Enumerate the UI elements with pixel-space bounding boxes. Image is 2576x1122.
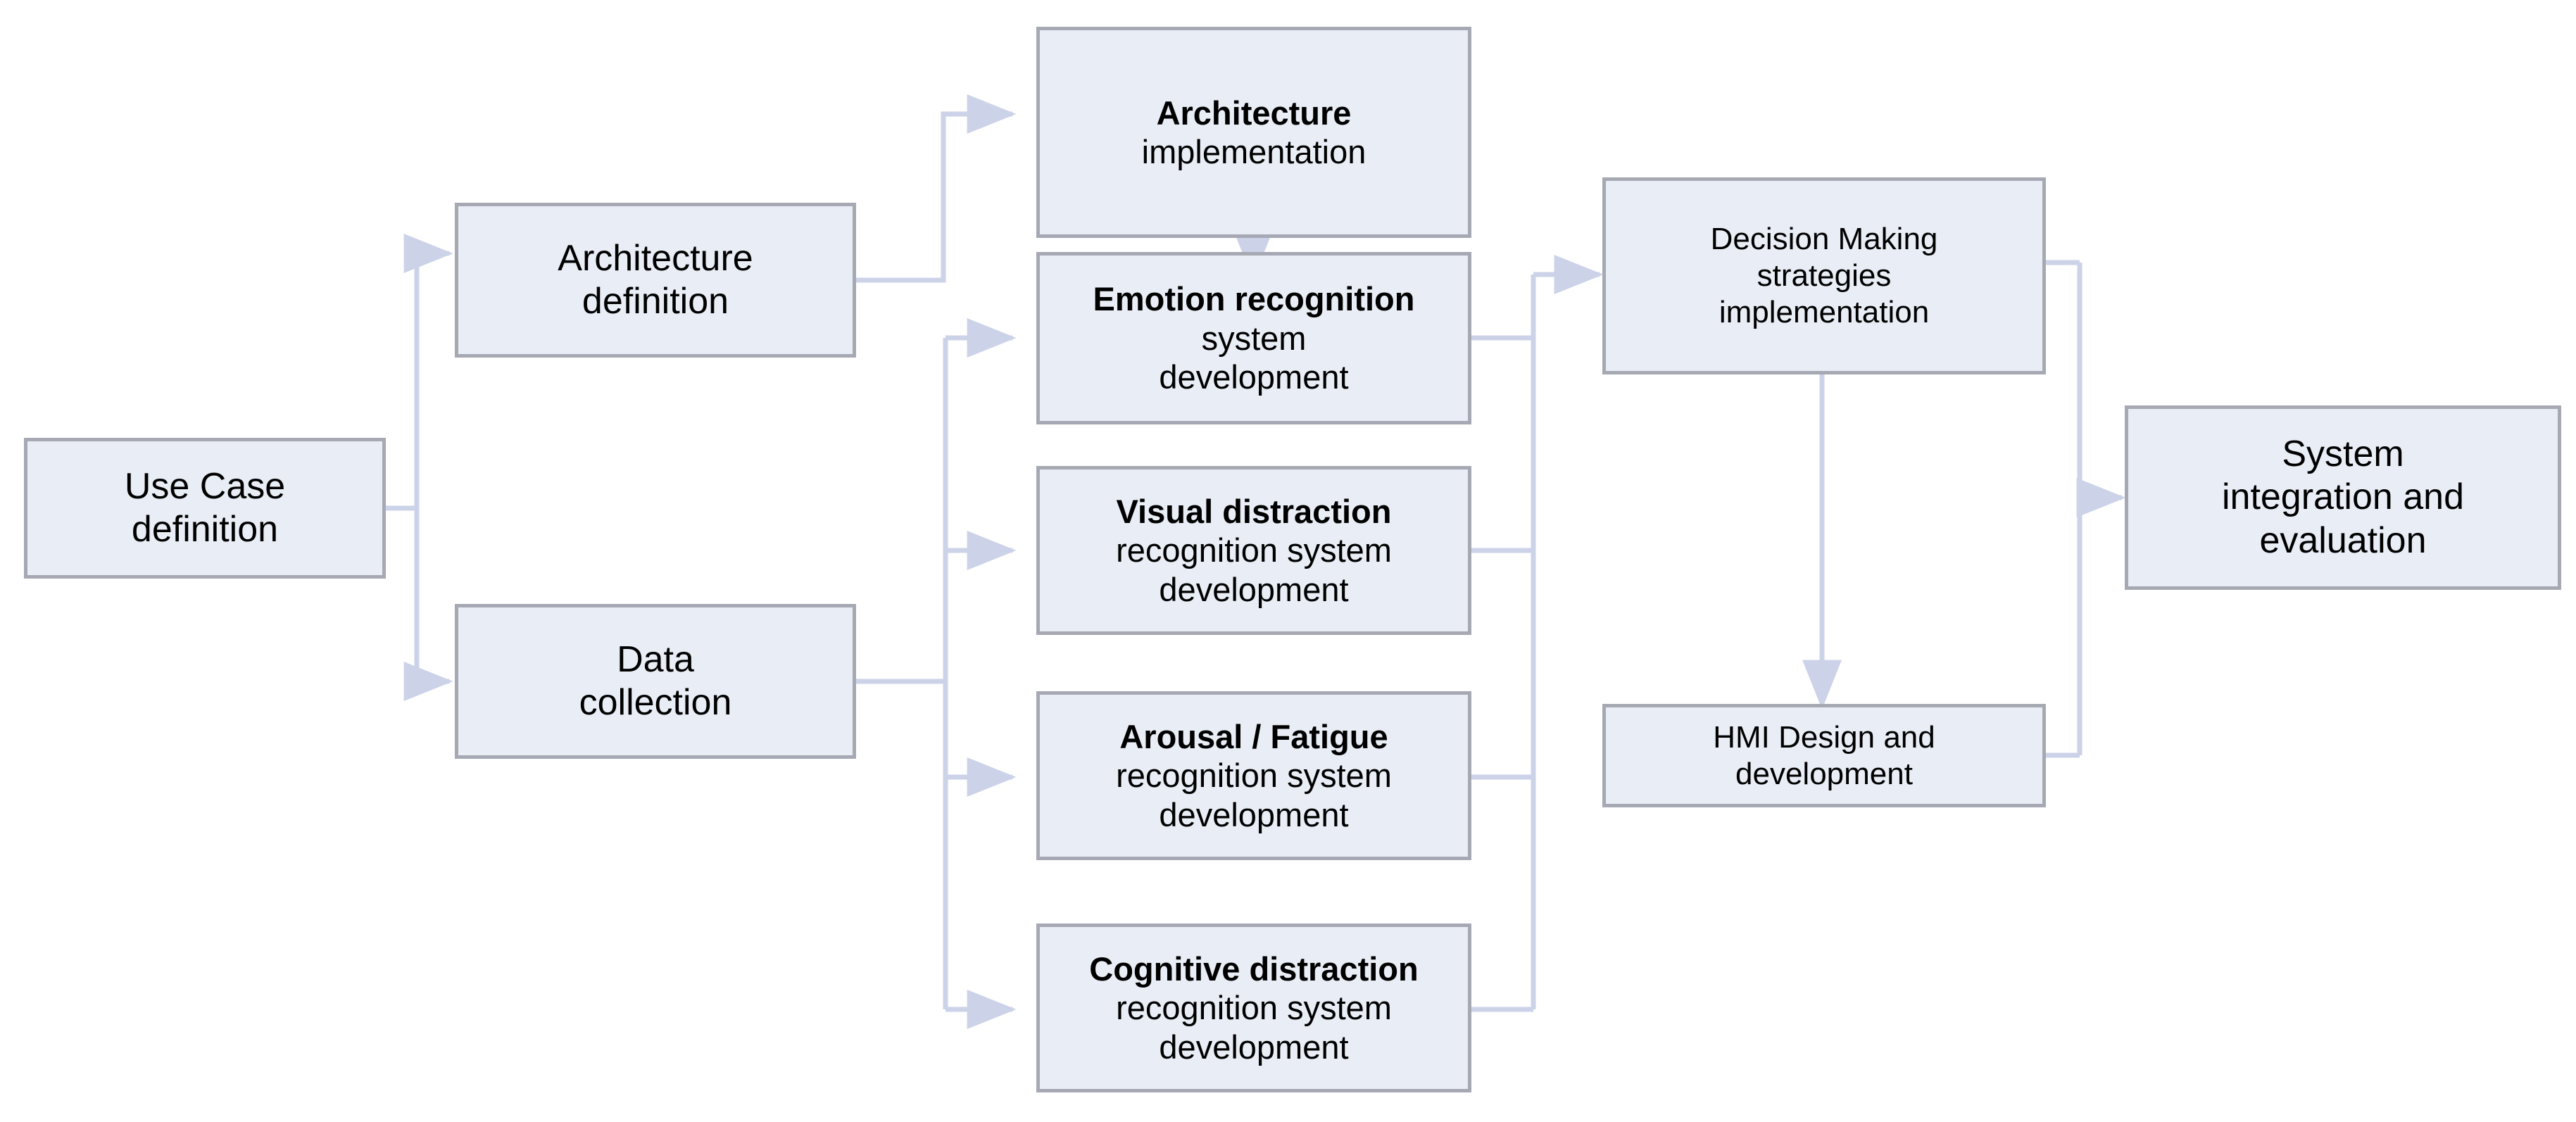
node-line: Visual distraction	[1116, 492, 1392, 530]
node-line: Architecture	[558, 237, 753, 279]
node-line: System	[2282, 433, 2404, 474]
node-decision-making[interactable]: Decision Making strategies implementatio…	[1602, 177, 2046, 374]
node-line: recognition system	[1116, 989, 1392, 1027]
node-line: Architecture	[1156, 94, 1352, 132]
node-line: implementation	[1141, 133, 1366, 170]
node-emotion-recognition[interactable]: Emotion recognition system development	[1036, 252, 1471, 424]
node-visual-distraction[interactable]: Visual distraction recognition system de…	[1036, 466, 1471, 635]
node-line: definition	[582, 281, 729, 322]
node-line: development	[1159, 1028, 1349, 1066]
edge-archdef-bus	[855, 94, 1017, 283]
node-line: Cognitive distraction	[1089, 950, 1419, 988]
node-line: HMI Design and	[1713, 719, 1935, 755]
node-line: implementation	[1719, 294, 1930, 329]
node-line: development	[1735, 756, 1913, 791]
node-use-case-definition[interactable]: Use Case definition	[24, 438, 386, 579]
node-line: collection	[579, 682, 732, 723]
node-line: integration and	[2221, 477, 2465, 518]
node-line: development	[1159, 795, 1349, 833]
node-line: Arousal / Fatigue	[1119, 717, 1388, 755]
node-data-collection[interactable]: Data collection	[455, 604, 856, 759]
node-line: recognition system	[1116, 757, 1392, 795]
node-line: recognition system	[1116, 531, 1392, 569]
node-line: Use Case	[124, 465, 286, 507]
node-architecture-implementation[interactable]: Architecture implementation	[1036, 27, 1471, 238]
node-line: Emotion recognition	[1093, 280, 1415, 318]
node-architecture-definition[interactable]: Architecture definition	[455, 203, 856, 358]
node-line: Data	[617, 638, 694, 680]
node-system-integration[interactable]: System integration and evaluation	[2125, 405, 2561, 590]
node-line: Decision Making	[1710, 222, 1938, 257]
node-line: evaluation	[2259, 519, 2427, 561]
node-line: strategies	[1757, 258, 1892, 294]
node-line: definition	[131, 509, 279, 550]
node-arousal-fatigue[interactable]: Arousal / Fatigue recognition system dev…	[1036, 691, 1471, 860]
node-hmi-design[interactable]: HMI Design and development	[1602, 704, 2046, 807]
node-line: development	[1159, 570, 1349, 608]
node-line: development	[1159, 358, 1349, 396]
node-line: system	[1201, 319, 1307, 357]
node-cognitive-distraction[interactable]: Cognitive distraction recognition system…	[1036, 924, 1471, 1092]
